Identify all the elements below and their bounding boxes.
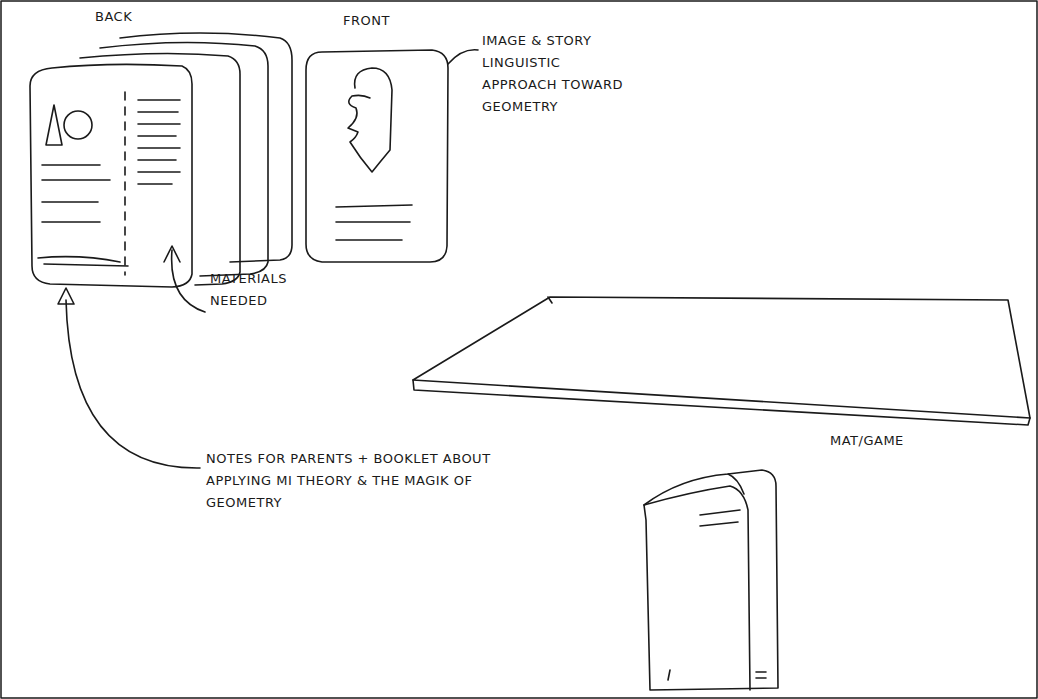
view-heading: FRONT [343,10,433,32]
leader-arrow [58,288,200,468]
annotation-note: IMAGE & STORY LINGUISTIC APPROACH TOWARD… [482,30,640,118]
card-stack [30,33,292,287]
part-label: MAT/GAME [830,430,940,452]
booklet [644,470,778,690]
mat-board [413,297,1030,425]
front-card [306,50,448,262]
annotation-note: MATERIALS NEEDED [210,268,310,312]
annotation-note: NOTES FOR PARENTS + BOOKLET ABOUT APPLYI… [206,448,536,514]
leader-line [448,50,478,64]
leader-arrow [164,246,205,312]
view-heading: BACK [95,6,175,28]
